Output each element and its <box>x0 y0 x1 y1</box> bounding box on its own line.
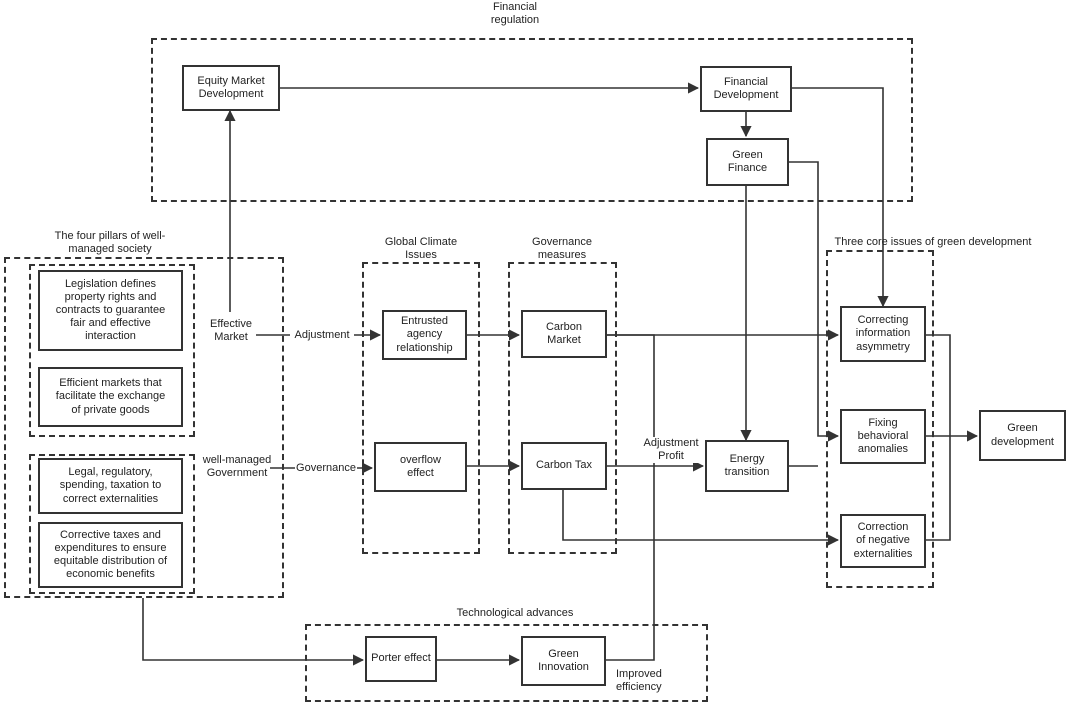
group-four-pillars <box>4 257 284 598</box>
arrow-pillars-to-porter <box>142 598 365 666</box>
box-corrective-taxes: Corrective taxes and expenditures to ens… <box>38 522 183 588</box>
group-four-pillars-title: The four pillars of well- managed societ… <box>54 230 166 256</box>
group-governance-measures <box>508 262 617 554</box>
group-technological-advances-title: Technological advances <box>456 607 574 619</box>
box-carbon-market: Carbon Market <box>521 310 607 358</box>
box-green-finance: Green Finance <box>706 138 789 186</box>
label-improved-efficiency: Improved efficiency <box>616 668 662 694</box>
line-issues-merge <box>926 334 951 541</box>
group-government-pillars <box>29 454 195 594</box>
box-entrusted-agency: Entrusted agency relationship <box>382 310 467 360</box>
box-legislation: Legislation defines property rights and … <box>38 270 183 351</box>
group-technological-advances <box>305 624 708 702</box>
label-adjustment-profit: Adjustment Profit <box>638 437 704 464</box>
box-overflow-effect: overflow effect <box>374 442 467 492</box>
box-equity-market-development: Equity Market Development <box>182 65 280 111</box>
box-green-development: Green development <box>979 410 1066 461</box>
box-correction-negative-externalities: Correction of negative externalities <box>840 514 926 568</box>
label-governance: Governance <box>295 462 357 476</box>
group-financial-regulation <box>151 38 913 202</box>
box-financial-development: Financial Development <box>700 66 792 112</box>
box-green-innovation: Green Innovation <box>521 636 606 686</box>
box-energy-transition: Energy transition <box>705 440 789 492</box>
box-correcting-information-asymmetry: Correcting information asymmetry <box>840 306 926 362</box>
arrow-carbon-tax-to-correction <box>562 490 840 546</box>
group-effective-market-pillars <box>29 264 195 437</box>
arrow-financial-to-correcting-info <box>792 87 889 308</box>
group-three-core-issues <box>826 250 934 588</box>
line-carbon-market-to-innovation <box>606 334 655 661</box>
label-well-managed-government: well-managed Government <box>202 454 272 480</box>
box-fixing-behavioral-anomalies: Fixing behavioral anomalies <box>840 409 926 464</box>
label-effective-market: Effective Market <box>210 318 252 344</box>
group-global-climate <box>362 262 480 554</box>
group-three-core-issues-title: Three core issues of green development <box>834 236 1032 248</box>
arrow-green-finance-to-fixing <box>789 161 840 442</box>
box-porter-effect: Porter effect <box>365 636 437 682</box>
group-global-climate-title: Global Climate Issues <box>384 236 458 262</box>
box-legal-regulatory: Legal, regulatory, spending, taxation to… <box>38 458 183 514</box>
label-adjustment: Adjustment <box>290 329 354 343</box>
group-financial-regulation-title: Financial regulation <box>490 1 540 27</box>
box-efficient-markets: Efficient markets that facilitate the ex… <box>38 367 183 427</box>
box-carbon-tax: Carbon Tax <box>521 442 607 490</box>
group-governance-measures-title: Governance measures <box>532 236 592 262</box>
